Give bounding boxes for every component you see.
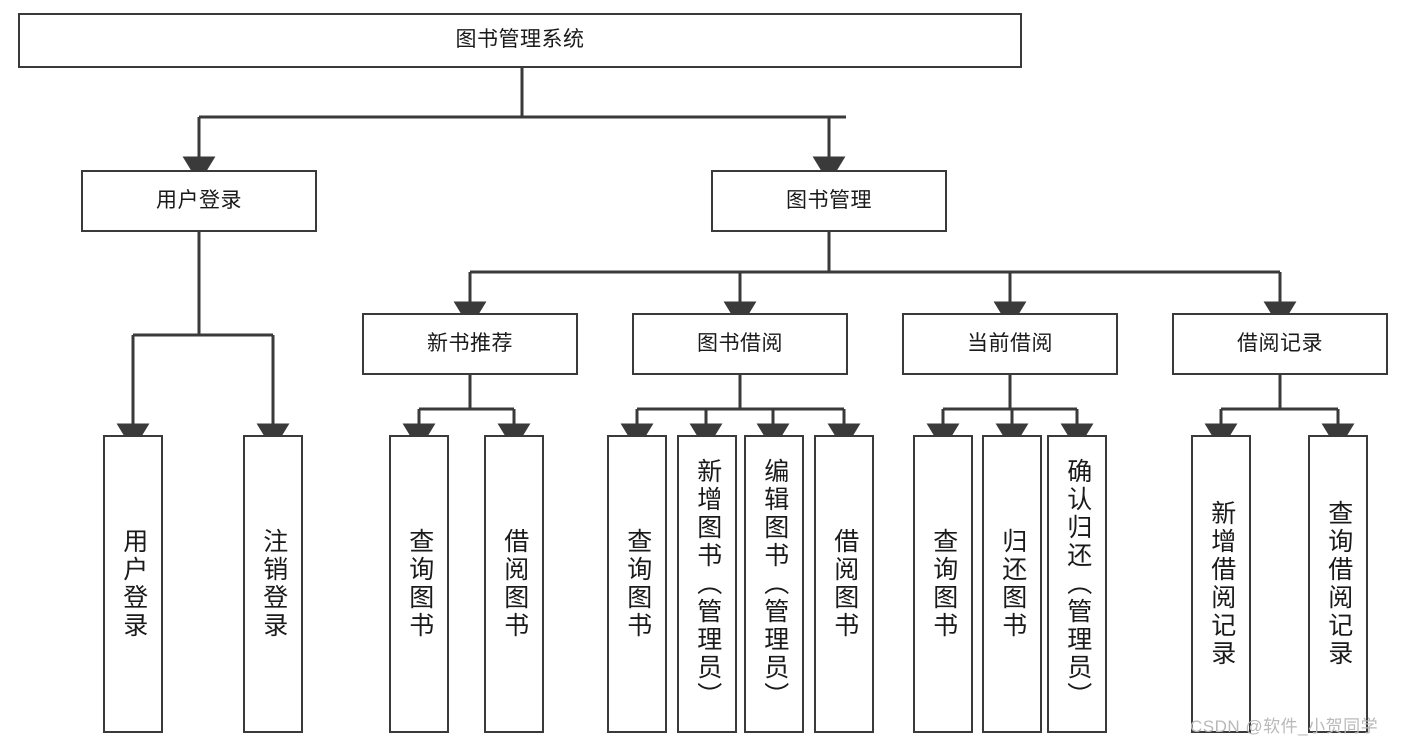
- node-leaf-borrow-book-2[interactable]: 借阅图书: [814, 435, 874, 733]
- node-new-book-recommend-label: 新书推荐: [427, 331, 513, 355]
- node-current-borrow-label: 当前借阅: [967, 331, 1053, 355]
- node-leaf-add-record-label: 新增借阅记录: [1207, 500, 1236, 668]
- node-leaf-user-login-label: 用户登录: [119, 528, 148, 640]
- node-user-login[interactable]: 用户登录: [81, 170, 317, 232]
- node-root[interactable]: 图书管理系统: [18, 13, 1022, 68]
- node-root-label: 图书管理系统: [455, 28, 585, 52]
- node-leaf-query-book-2[interactable]: 查询图书: [607, 435, 667, 733]
- node-leaf-borrow-book-1-label: 借阅图书: [500, 528, 529, 640]
- node-leaf-user-logout-label: 注销登录: [259, 528, 288, 640]
- node-new-book-recommend[interactable]: 新书推荐: [362, 313, 578, 375]
- node-leaf-return-book-label: 归还图书: [998, 528, 1027, 640]
- node-leaf-query-record-label: 查询借阅记录: [1324, 500, 1353, 668]
- node-book-manage-label: 图书管理: [786, 188, 872, 212]
- node-book-manage[interactable]: 图书管理: [711, 170, 947, 232]
- node-book-borrow[interactable]: 图书借阅: [632, 313, 848, 375]
- node-borrow-record-label: 借阅记录: [1237, 331, 1323, 355]
- node-leaf-add-book[interactable]: 新增图书（管理员）: [677, 435, 737, 733]
- node-leaf-query-book-3-label: 查询图书: [929, 528, 958, 640]
- node-book-borrow-label: 图书借阅: [697, 331, 783, 355]
- node-leaf-add-book-label: 新增图书（管理员）: [693, 458, 722, 710]
- node-leaf-query-book-2-label: 查询图书: [623, 528, 652, 640]
- node-leaf-query-book-1[interactable]: 查询图书: [389, 435, 449, 733]
- node-leaf-confirm-return[interactable]: 确认归还（管理员）: [1047, 435, 1107, 733]
- node-user-login-label: 用户登录: [156, 188, 242, 212]
- node-leaf-return-book[interactable]: 归还图书: [982, 435, 1042, 733]
- node-leaf-borrow-book-1[interactable]: 借阅图书: [484, 435, 544, 733]
- node-leaf-edit-book[interactable]: 编辑图书（管理员）: [744, 435, 804, 733]
- node-borrow-record[interactable]: 借阅记录: [1172, 313, 1388, 375]
- node-leaf-borrow-book-2-label: 借阅图书: [830, 528, 859, 640]
- node-leaf-query-record[interactable]: 查询借阅记录: [1308, 435, 1368, 733]
- csdn-watermark: CSDN @软件_小贺同学: [1190, 717, 1379, 736]
- node-leaf-query-book-3[interactable]: 查询图书: [913, 435, 973, 733]
- node-leaf-confirm-return-label: 确认归还（管理员）: [1063, 458, 1092, 710]
- node-leaf-add-record[interactable]: 新增借阅记录: [1191, 435, 1251, 733]
- node-current-borrow[interactable]: 当前借阅: [902, 313, 1118, 375]
- node-leaf-user-logout[interactable]: 注销登录: [243, 435, 303, 733]
- node-leaf-user-login[interactable]: 用户登录: [103, 435, 163, 733]
- node-leaf-query-book-1-label: 查询图书: [405, 528, 434, 640]
- node-leaf-edit-book-label: 编辑图书（管理员）: [760, 458, 789, 710]
